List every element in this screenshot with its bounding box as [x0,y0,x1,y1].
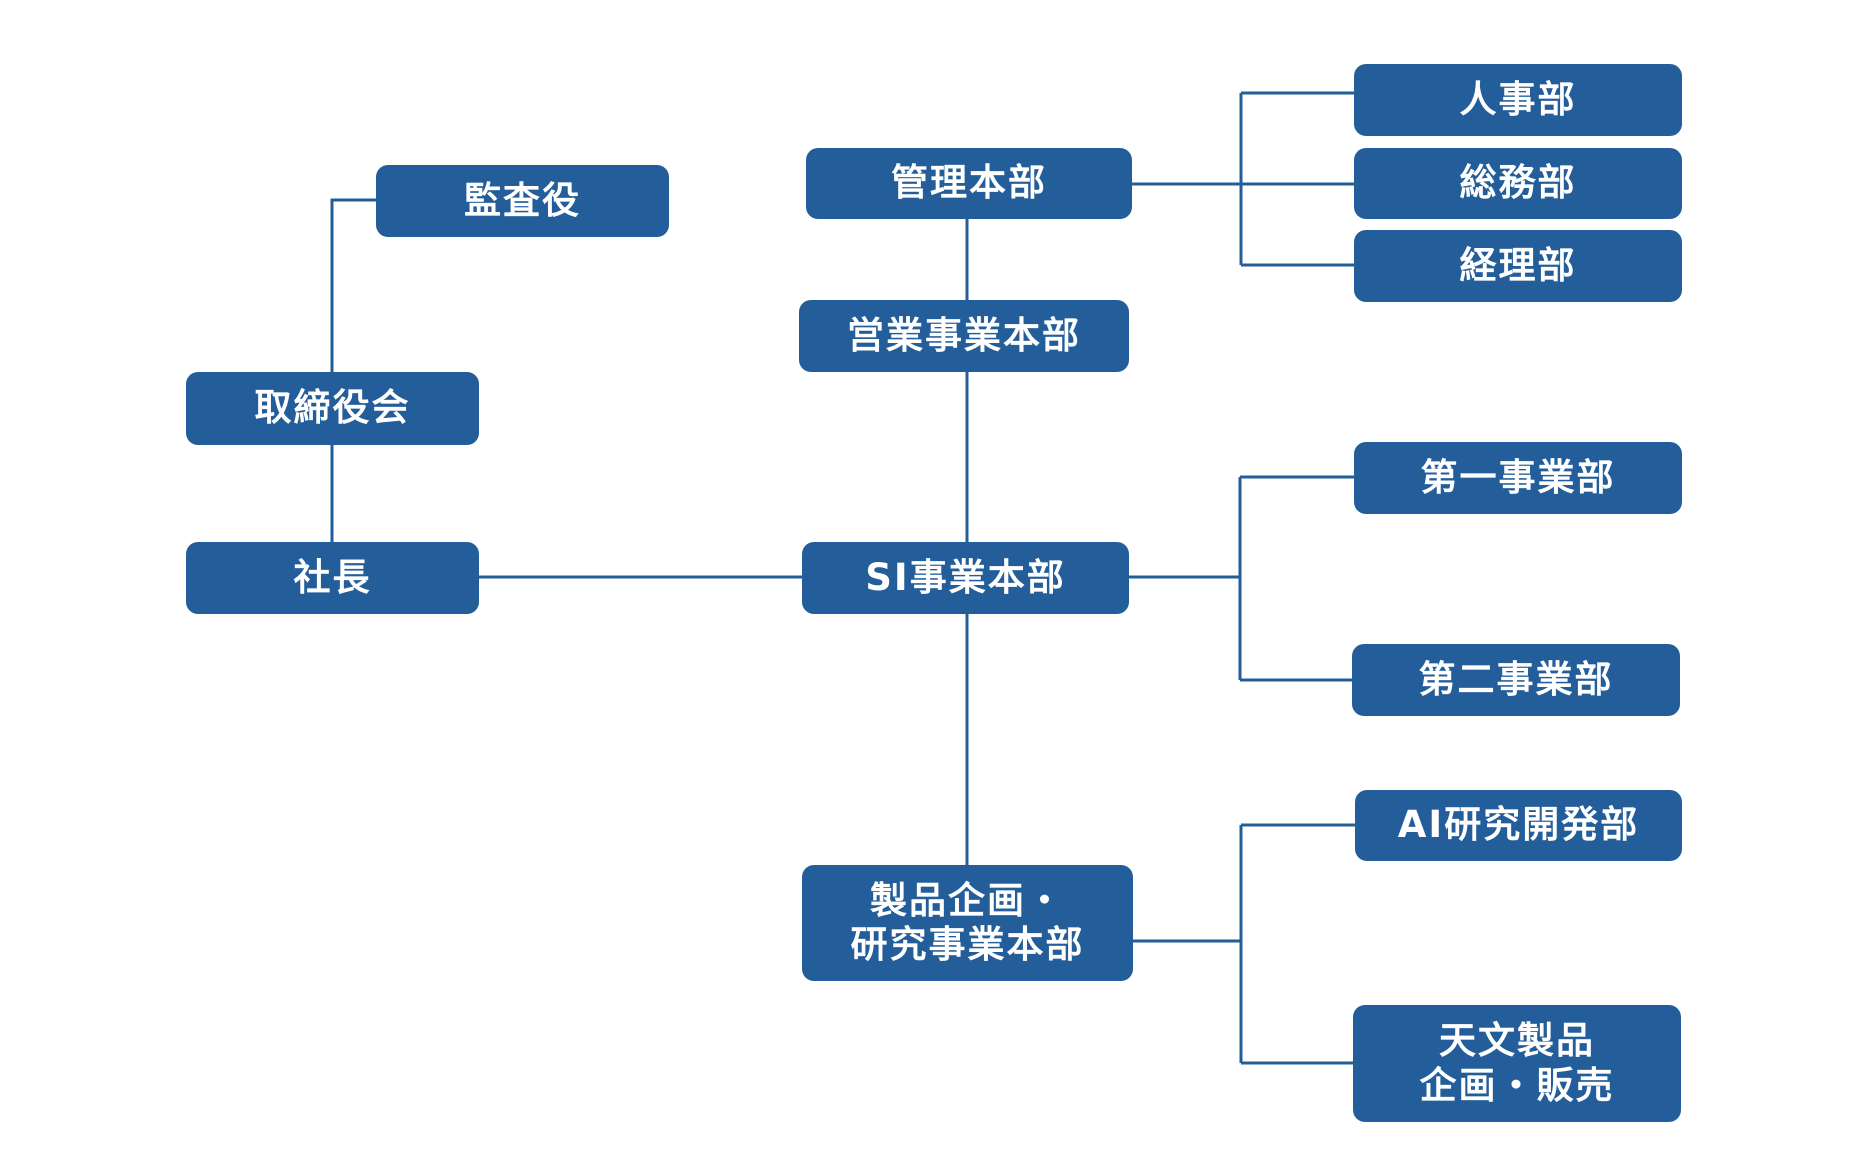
hr-dept-box: 人事部 [1354,64,1682,136]
connector-product-depts [1133,823,1355,1065]
board-box: 取締役会 [186,372,479,445]
business-dept-2-box: 第二事業部 [1352,644,1680,716]
connector-si-depts [1129,475,1354,682]
sales-hq-box: 営業事業本部 [799,300,1129,372]
accounting-dept-box: 経理部 [1354,230,1682,302]
si-hq-box: SI事業本部 [802,542,1129,614]
connector-board-auditor [330,198,376,372]
auditor-box: 監査役 [376,165,669,237]
product-hq-box: 製品企画・ 研究事業本部 [802,865,1133,981]
general-affairs-dept-box: 総務部 [1354,148,1682,219]
admin-hq-box: 管理本部 [806,148,1132,219]
ai-rnd-dept-box: AI研究開発部 [1355,790,1682,861]
president-box: 社長 [186,542,479,614]
connector-admin-depts [1131,91,1354,267]
astro-products-dept-box: 天文製品 企画・販売 [1353,1005,1681,1122]
business-dept-1-box: 第一事業部 [1354,442,1682,514]
